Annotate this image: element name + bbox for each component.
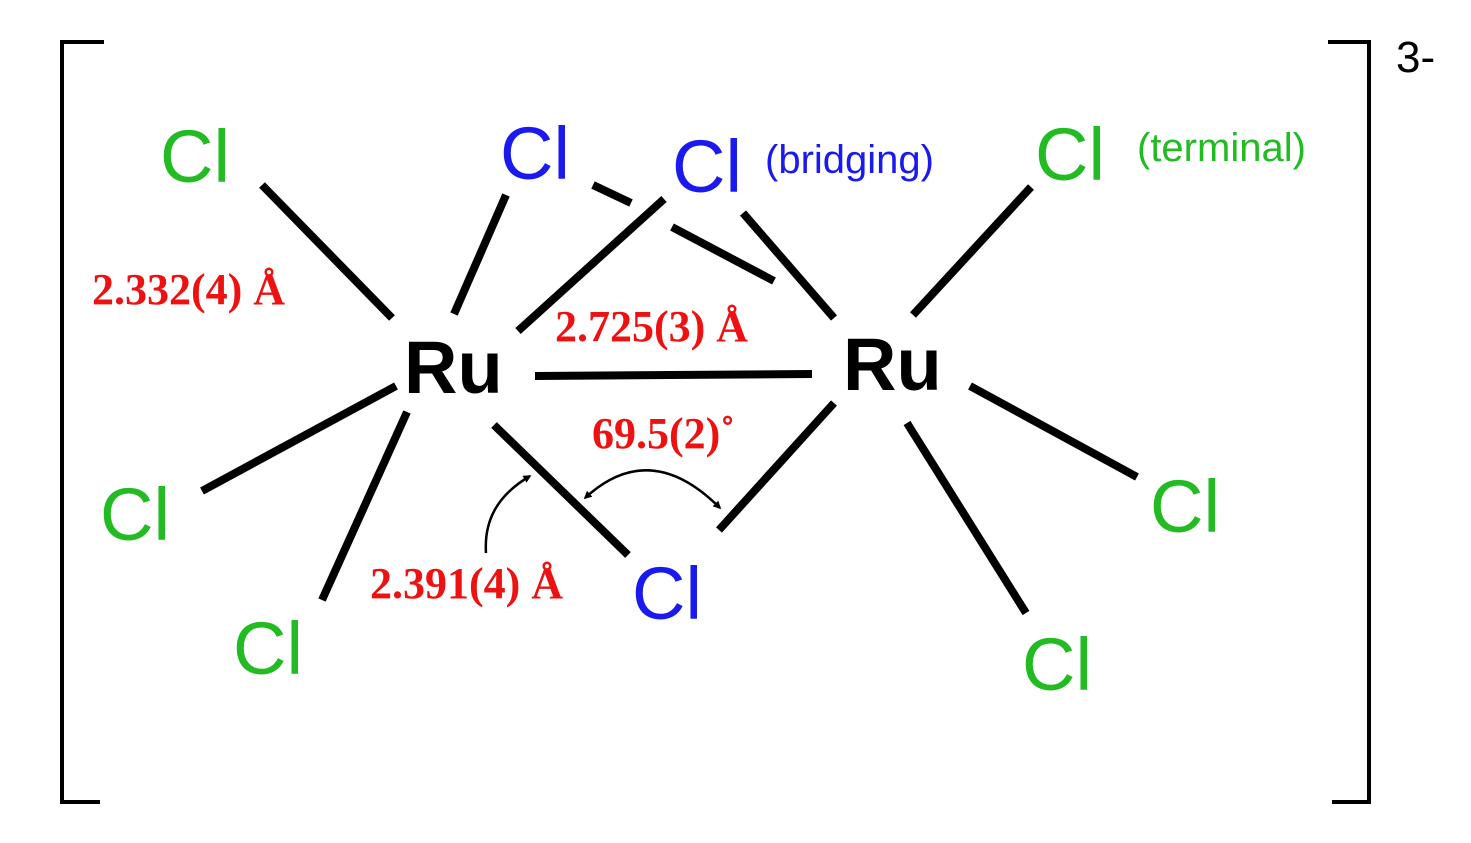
bond-cl-b3-ru-right: [716, 400, 837, 533]
cl-terminal-4: Cl: [1035, 113, 1105, 196]
terminal-label: (terminal): [1137, 126, 1306, 170]
bond-cl-b1-ru-right: [591, 181, 633, 207]
cl-terminal-1: Cl: [160, 115, 230, 198]
bond-cl-b2-ru-left: [515, 196, 667, 334]
bond-ru-left-cl-t3: [318, 410, 411, 602]
ru-left-atom: Ru: [404, 326, 503, 409]
cl-terminal-5: Cl: [1150, 465, 1220, 548]
left-bracket: [60, 40, 104, 804]
cl-bridging-1: Cl: [500, 112, 570, 195]
cl-bridging-3: Cl: [632, 552, 702, 635]
bond-ru-right-cl-t4: [910, 184, 1034, 318]
bond-ru-left-cl-t2: [200, 382, 398, 495]
bond-cl-b3-ru-left: [491, 422, 631, 558]
bridging-label: (bridging): [765, 138, 934, 182]
cl-terminal-6: Cl: [1022, 623, 1092, 706]
ru-cl-terminal-length: 2.332(4) Å: [92, 265, 286, 314]
bond-ru-right-cl-t6: [903, 420, 1030, 616]
cl-terminal-2: Cl: [100, 473, 170, 556]
bond-cl-b1-ru-left: [450, 193, 510, 316]
ru-right-atom: Ru: [843, 323, 942, 406]
bond-ru-ru: [534, 370, 813, 380]
complex-charge: 3-: [1396, 33, 1436, 82]
angle-arrow: [583, 469, 722, 510]
cl-terminal-3: Cl: [233, 607, 303, 690]
bond-ru-left-cl-t1: [259, 182, 395, 321]
bond-length-pointer-arrow: [484, 474, 532, 554]
bond-ru-right-cl-t5: [968, 382, 1139, 481]
ru-ru-length: 2.725(3) Å: [555, 302, 749, 351]
bond-cl-b2-ru-right: [739, 210, 838, 321]
ru-cl-ru-angle: 69.5(2)˚: [592, 409, 735, 458]
bond-cl-b1-ru-right-2: [670, 223, 776, 285]
ru-cl-bridging-length: 2.391(4) Å: [370, 559, 564, 608]
right-bracket: [1328, 40, 1371, 804]
cl-bridging-2: Cl: [672, 125, 742, 208]
